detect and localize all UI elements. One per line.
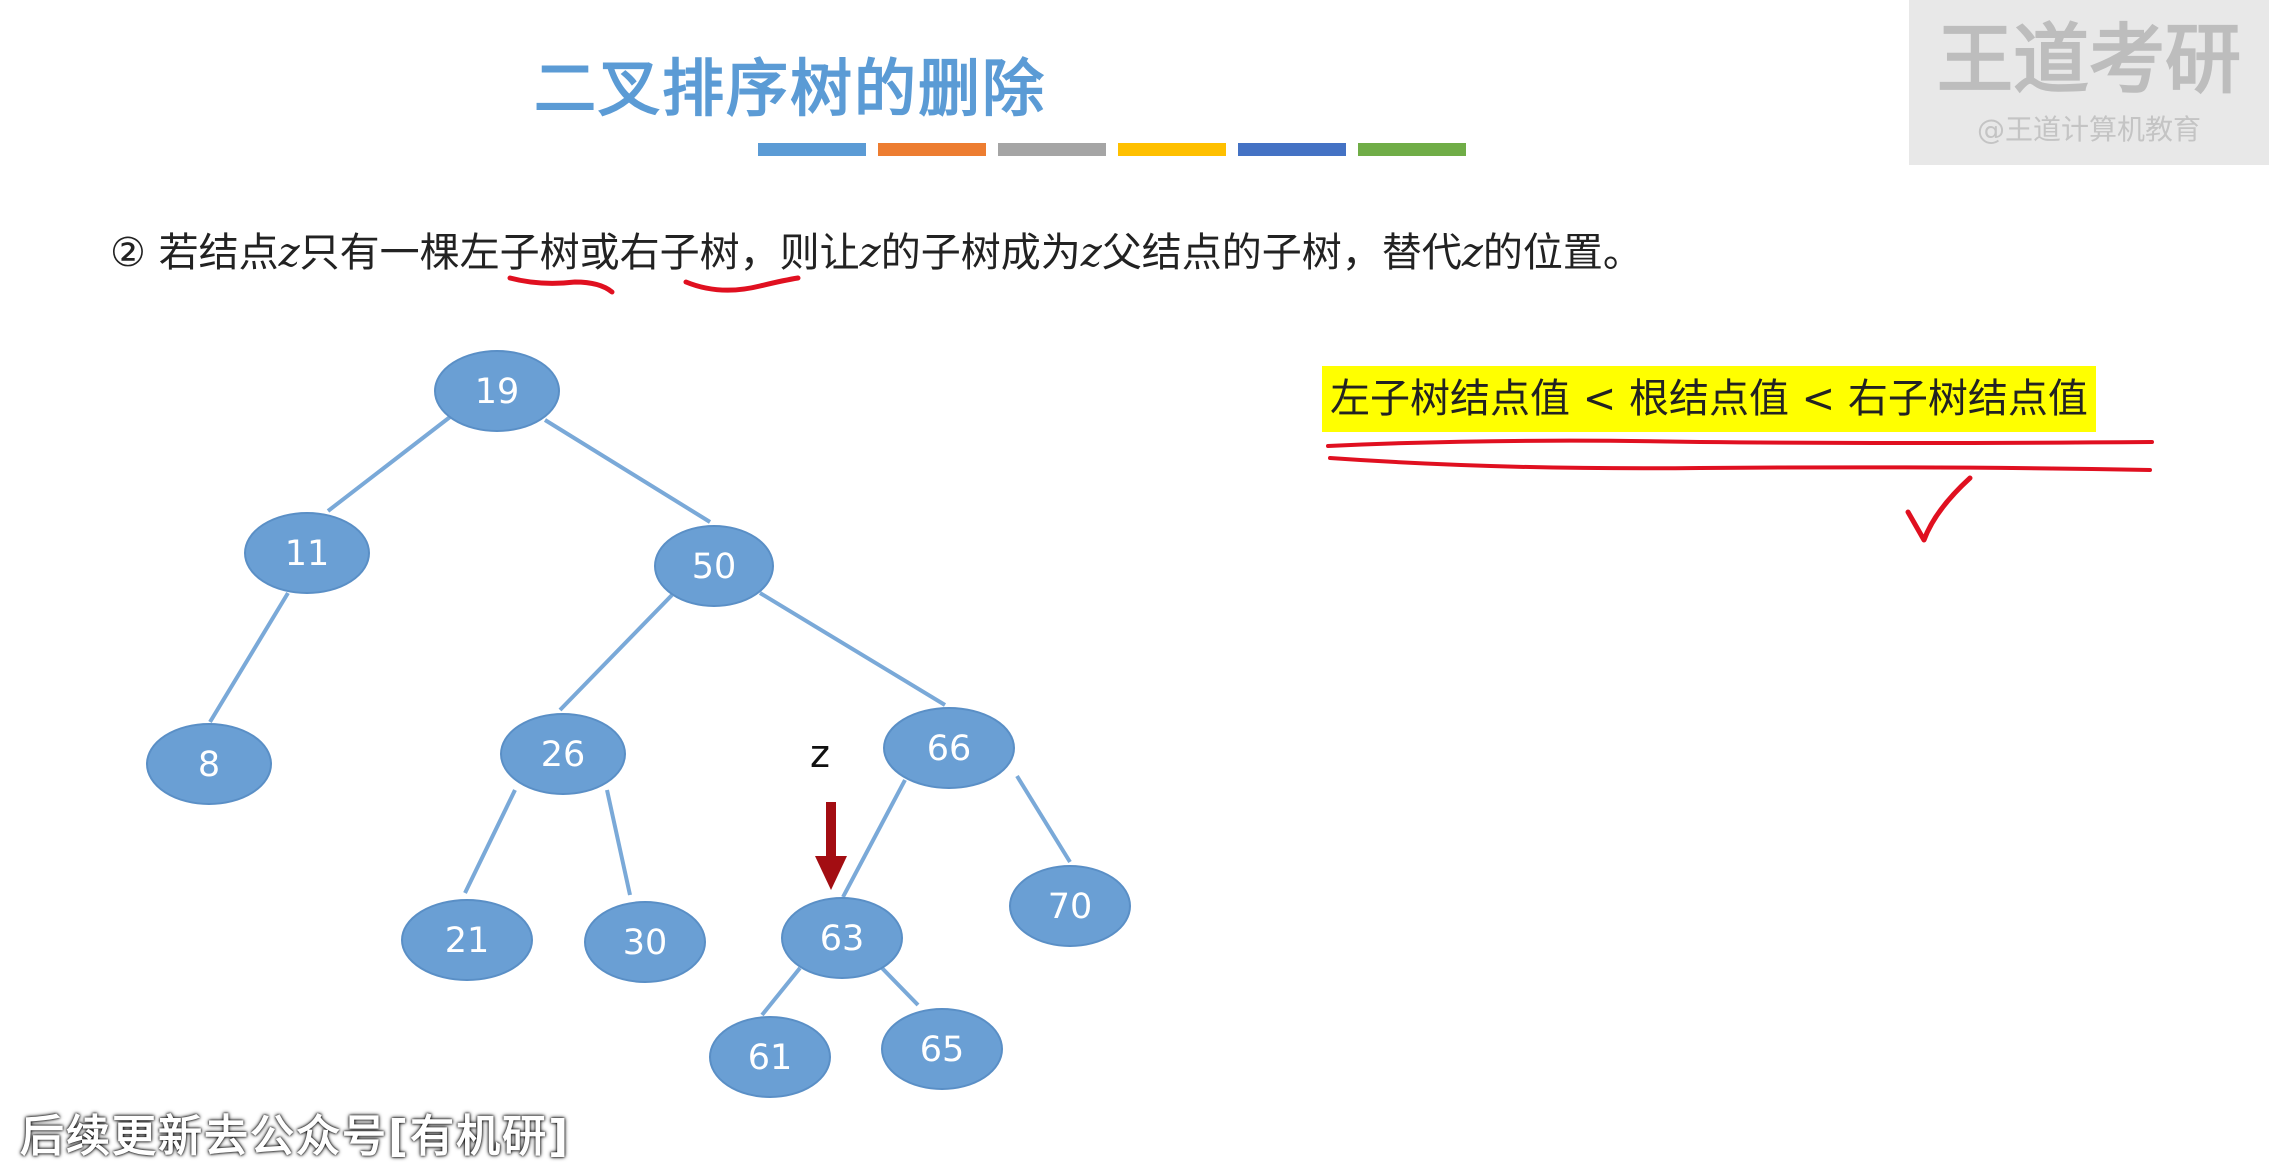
node-26: 26 xyxy=(500,713,626,795)
rule-z: z xyxy=(1461,230,1483,276)
watermark-main-text: 王道考研 xyxy=(1937,15,2241,104)
title-bar-segment xyxy=(878,143,986,156)
bst-property-note: 左子树结点值 < 根结点值 < 右子树结点值 xyxy=(1322,366,2096,432)
node-label: 63 xyxy=(820,919,865,959)
title-color-bar xyxy=(758,143,1466,156)
node-label: 11 xyxy=(285,534,330,574)
rule-z: z xyxy=(859,230,881,276)
watermark-sub-text: @王道计算机教育 xyxy=(1976,113,2201,146)
node-label: 26 xyxy=(541,735,586,775)
title-bar-segment xyxy=(1118,143,1226,156)
underline-left-subtree xyxy=(507,275,615,295)
node-label: 66 xyxy=(927,729,972,769)
edge-50-66 xyxy=(758,591,947,707)
node-label: 61 xyxy=(748,1038,793,1078)
title-bar-segment xyxy=(998,143,1106,156)
title-bar-segment xyxy=(758,143,866,156)
node-label: 50 xyxy=(692,547,737,587)
node-label: 70 xyxy=(1048,887,1093,927)
rule-fragment: 父结点的子树，替代 xyxy=(1101,230,1462,276)
edge-50-26 xyxy=(558,593,674,712)
tree-edges xyxy=(208,415,1072,1017)
node-19: 19 xyxy=(434,350,560,432)
edge-63-61 xyxy=(760,966,802,1017)
title-bar-segment xyxy=(1358,143,1466,156)
rule-right-subtree: 右子树 xyxy=(619,230,740,276)
edge-19-50 xyxy=(543,418,712,524)
checkmark xyxy=(1905,475,1973,543)
rule-fragment: 或 xyxy=(579,230,620,276)
node-61: 61 xyxy=(709,1016,831,1098)
edge-66-70 xyxy=(1015,774,1072,864)
z-pointer-label: z xyxy=(810,732,830,776)
node-label: 8 xyxy=(198,745,220,785)
node-50: 50 xyxy=(654,525,774,607)
node-11: 11 xyxy=(244,512,370,594)
node-70: 70 xyxy=(1009,865,1131,947)
rule-fragment: 只有一棵 xyxy=(299,230,460,276)
rule-fragment: 若结点 xyxy=(145,230,279,276)
edge-66-63 xyxy=(841,779,907,898)
node-label: 21 xyxy=(445,921,490,961)
rule-marker: ② xyxy=(110,230,146,276)
node-label: 65 xyxy=(920,1030,965,1070)
edge-11-8 xyxy=(208,591,290,724)
edge-26-30 xyxy=(605,789,632,896)
underline-property-1 xyxy=(1326,438,2154,448)
node-label: 19 xyxy=(475,372,520,412)
node-66: 66 xyxy=(883,707,1015,789)
underline-property-2 xyxy=(1328,456,2152,472)
rule-fragment: 的位置。 xyxy=(1482,230,1643,276)
rule-z: z xyxy=(278,230,300,276)
edge-26-21 xyxy=(463,789,517,894)
node-8: 8 xyxy=(146,723,272,805)
node-65: 65 xyxy=(881,1008,1003,1090)
edge-63-65 xyxy=(878,964,920,1007)
deletion-rule-text: ② 若结点z只有一棵左子树或右子树，则让z的子树成为z父结点的子树，替代z的位置… xyxy=(110,220,1643,278)
watermark-bottom-text: 后续更新去公众号[有机研] xyxy=(20,1111,571,1162)
title-bar-segment xyxy=(1238,143,1346,156)
rule-fragment: ，则让 xyxy=(739,230,860,276)
underline-right-subtree xyxy=(683,275,801,293)
edge-19-11 xyxy=(326,415,452,513)
rule-left-subtree: 左子树 xyxy=(459,230,580,276)
rule-fragment: 的子树成为 xyxy=(880,230,1081,276)
watermark-logo: 王道考研 @王道计算机教育 xyxy=(1909,0,2269,165)
node-21: 21 xyxy=(401,899,533,981)
z-pointer-arrow xyxy=(815,802,847,890)
node-label: 30 xyxy=(623,923,668,963)
slide-title: 二叉排序树的删除 xyxy=(533,52,1046,125)
node-63-deleted: 63 xyxy=(781,897,903,979)
node-30: 30 xyxy=(584,901,706,983)
rule-z: z xyxy=(1080,230,1102,276)
